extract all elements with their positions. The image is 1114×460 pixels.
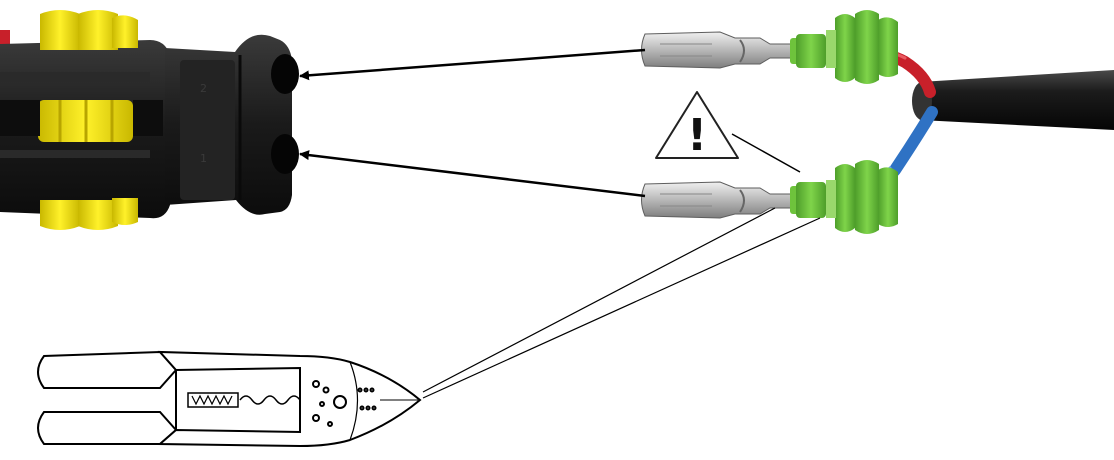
warning-symbol: ! (687, 110, 707, 161)
terminal-pin (641, 181, 826, 219)
terminal-pin (641, 31, 826, 69)
red-wire-stub (0, 30, 10, 44)
pliers-leader-line (422, 217, 821, 399)
insertion-arrow (299, 48, 646, 81)
warning-triangle-icon: ! (655, 91, 801, 173)
svg-text:1: 1 (200, 152, 207, 165)
connector-housing: 2 1 (0, 10, 299, 230)
warning-pointer-line (731, 133, 801, 173)
insertion-arrow (299, 150, 646, 198)
svg-text:2: 2 (200, 82, 207, 95)
wire-seal (826, 160, 898, 234)
crimping-pliers-icon (37, 350, 422, 448)
pliers-leader-line (422, 207, 776, 393)
yellow-seal (38, 10, 138, 230)
cable (912, 70, 1114, 130)
wire-seal (826, 10, 898, 84)
